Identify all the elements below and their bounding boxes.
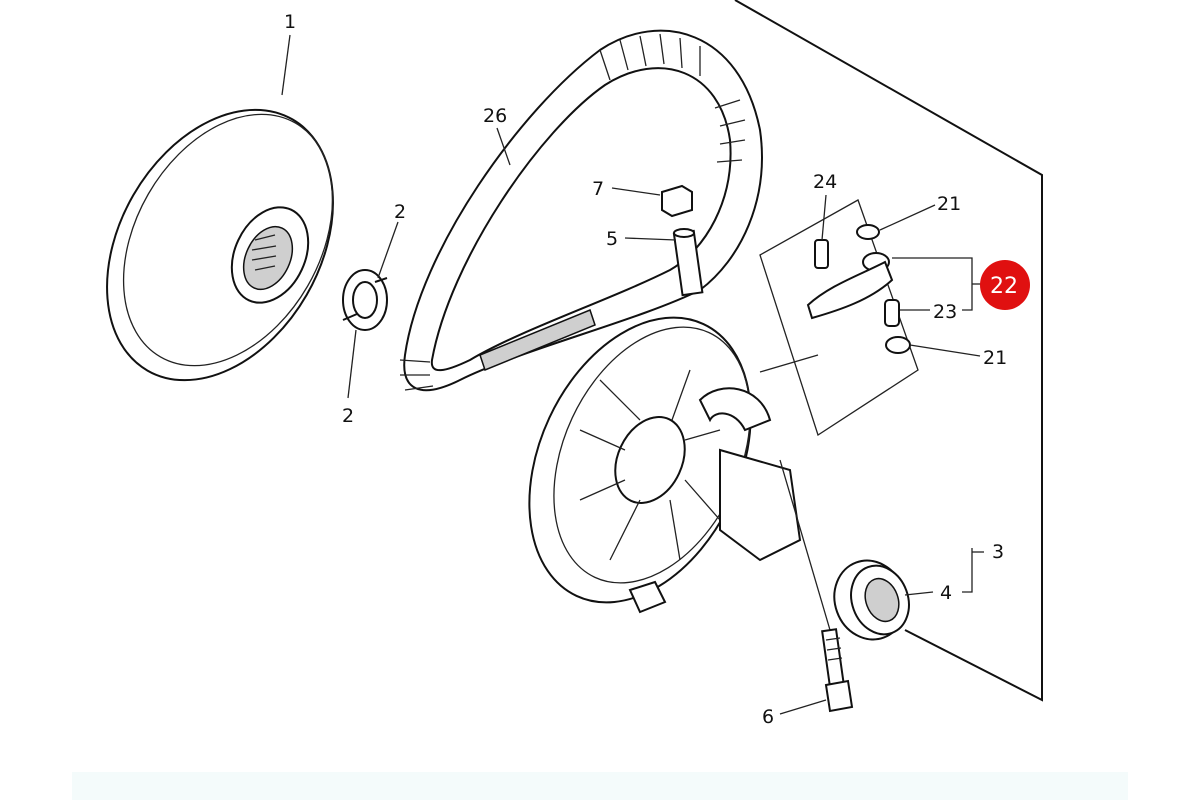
callout-1: 1 — [284, 11, 296, 33]
bearing — [833, 559, 910, 641]
callout-6: 6 — [762, 706, 774, 728]
assembly-frame — [734, 0, 1043, 702]
callout-23: 23 — [933, 301, 957, 323]
highlight-badge — [980, 260, 1030, 310]
callout-22: 22 — [990, 274, 1018, 299]
drive-belt — [399, 29, 763, 392]
callout-2-bottom: 2 — [342, 405, 354, 427]
callout-21-bottom: 21 — [983, 347, 1007, 369]
split-bushing — [342, 269, 388, 331]
leader-lines — [281, 34, 984, 715]
nut-and-sleeve — [661, 184, 704, 297]
callout-7: 7 — [592, 178, 604, 200]
bolt — [779, 459, 854, 713]
clutch-sheave — [528, 316, 802, 614]
callout-4: 4 — [940, 582, 952, 604]
callout-26: 26 — [483, 105, 507, 127]
lever-assembly-parts — [806, 224, 911, 354]
callout-21-top: 21 — [937, 193, 961, 215]
callout-5: 5 — [606, 228, 618, 250]
callout-3: 3 — [992, 541, 1004, 563]
callout-24: 24 — [813, 171, 837, 193]
callout-2-top: 2 — [394, 201, 406, 223]
pulley-disk — [106, 108, 334, 382]
footer-band — [72, 772, 1128, 800]
